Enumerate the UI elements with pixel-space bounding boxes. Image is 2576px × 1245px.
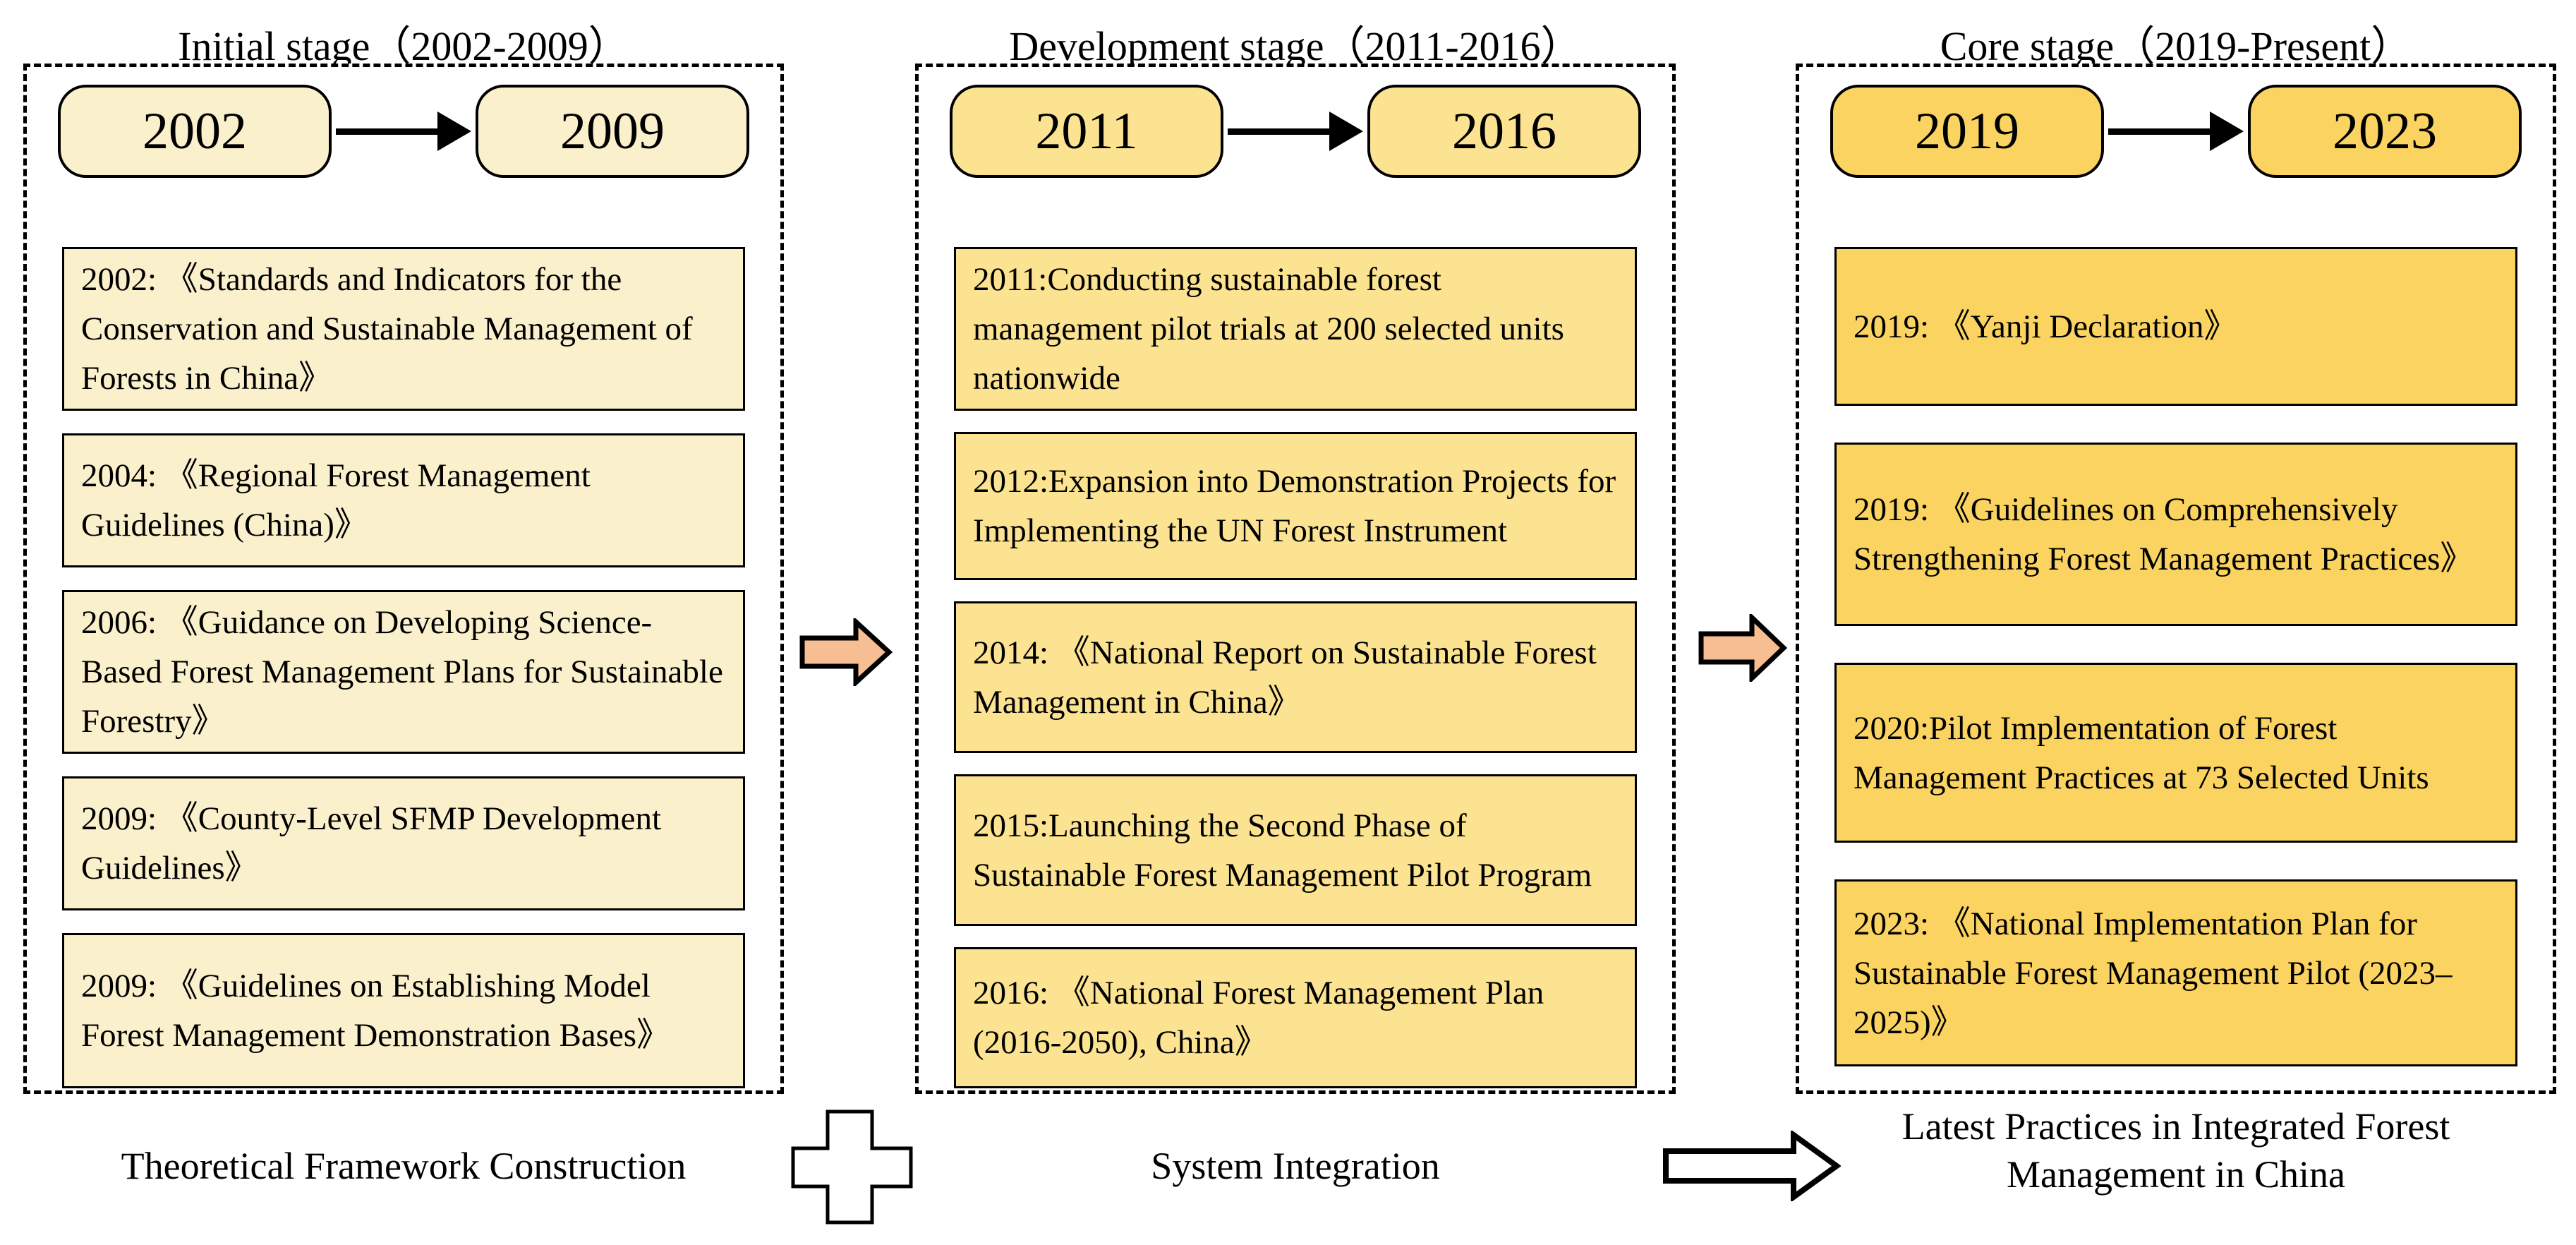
stage-title-core: Core stage（2019-Present）	[1940, 23, 2412, 69]
event-list: 2019: 《Yanji Declaration》 2019: 《Guideli…	[1834, 247, 2517, 1066]
stage-panel-initial: 2002 2009 2002: 《Standards and Indicator…	[23, 64, 784, 1094]
event-box: 2009: 《County-Level SFMP Development Gui…	[62, 776, 745, 910]
year-pill-end: 2009	[476, 85, 749, 178]
event-box: 2020:Pilot Implementation of Forest Mana…	[1834, 663, 2517, 843]
event-box: 2014: 《National Report on Sustainable Fo…	[954, 601, 1637, 753]
result-arrow-icon	[1663, 1131, 1841, 1201]
event-box: 2016: 《National Forest Management Plan (…	[954, 947, 1637, 1088]
year-pill-start: 2011	[950, 85, 1223, 178]
year-range: 2019 2023	[1830, 85, 2522, 178]
right-arrow-icon	[2108, 85, 2244, 178]
right-arrow-icon	[1228, 85, 1363, 178]
plus-icon	[791, 1109, 913, 1225]
right-arrow-icon	[336, 85, 471, 178]
year-pill-start: 2002	[58, 85, 332, 178]
stage-connector-arrow-icon	[1698, 614, 1787, 682]
year-pill-end: 2023	[2248, 85, 2522, 178]
year-pill-end: 2016	[1367, 85, 1641, 178]
year-pill-start: 2019	[1830, 85, 2104, 178]
event-box: 2006: 《Guidance on Developing Science-Ba…	[62, 590, 745, 754]
stage-panel-core: 2019 2023 2019: 《Yanji Declaration》 2019…	[1796, 64, 2556, 1094]
year-range: 2011 2016	[950, 85, 1641, 178]
event-box: 2009: 《Guidelines on Establishing Model …	[62, 933, 745, 1088]
stage-caption: System Integration	[1151, 1145, 1440, 1187]
event-box: 2004: 《Regional Forest Management Guidel…	[62, 433, 745, 567]
event-box: 2023: 《National Implementation Plan for …	[1834, 879, 2517, 1066]
year-range: 2002 2009	[58, 85, 749, 178]
stage-connector-arrow-icon	[799, 618, 893, 686]
stage-panel-development: 2011 2016 2011:Conducting sustainable fo…	[915, 64, 1676, 1094]
event-box: 2012:Expansion into Demonstration Projec…	[954, 432, 1637, 580]
stage-caption: Theoretical Framework Construction	[121, 1145, 687, 1187]
event-box: 2015:Launching the Second Phase of Susta…	[954, 774, 1637, 926]
event-box: 2002: 《Standards and Indicators for the …	[62, 247, 745, 411]
stage-title-initial: Initial stage（2002-2009）	[178, 23, 629, 69]
event-box: 2011:Conducting sustainable forest manag…	[954, 247, 1637, 411]
stage-title-development: Development stage（2011-2016）	[1009, 23, 1582, 69]
event-box: 2019: 《Guidelines on Comprehensively Str…	[1834, 443, 2517, 626]
stage-caption: Latest Practices in Integrated Forest Ma…	[1901, 1105, 2450, 1196]
event-box: 2019: 《Yanji Declaration》	[1834, 247, 2517, 406]
event-list: 2011:Conducting sustainable forest manag…	[954, 247, 1637, 1088]
event-list: 2002: 《Standards and Indicators for the …	[62, 247, 745, 1088]
